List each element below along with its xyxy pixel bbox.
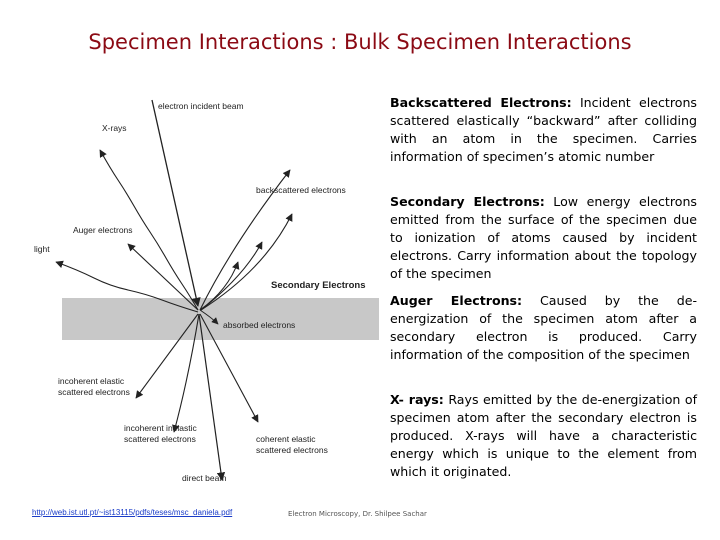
xrays-description: X- rays: Rays emitted by the de-energiza… — [390, 391, 697, 481]
label-secondary: Secondary Electrons — [271, 280, 366, 291]
absorbed-path — [199, 309, 219, 325]
label-incident-beam: electron incident beam — [158, 101, 244, 111]
label-incoherent-inelastic-1: incoherent inelastic — [124, 423, 198, 433]
label-absorbed: absorbed electrons — [223, 320, 295, 330]
label-coherent-elastic-2: scattered electrons — [256, 445, 328, 455]
secondary-description: Secondary Electrons: Low energy electron… — [390, 193, 697, 283]
light-wave — [55, 260, 199, 313]
source-link[interactable]: http://web.ist.utl.pt/~ist13115/pdfs/tes… — [32, 508, 233, 517]
backscattered-description: Backscattered Electrons: Incident electr… — [390, 94, 697, 166]
auger-description: Auger Electrons: Caused by the de-energi… — [390, 292, 697, 364]
label-auger: Auger electrons — [73, 225, 133, 235]
label-xrays: X-rays — [102, 123, 127, 133]
auger-term: Auger Electrons: — [390, 293, 523, 308]
label-incoherent-inelastic-2: scattered electrons — [124, 434, 196, 444]
secondary-term: Secondary Electrons: — [390, 194, 545, 209]
secondary-arrow-2 — [200, 241, 263, 311]
specimen-block — [62, 298, 379, 340]
incident-beam-arrow — [151, 99, 201, 307]
label-backscattered: backscattered electrons — [256, 185, 346, 195]
label-light: light — [34, 244, 50, 254]
secondary-text: Low energy electrons emitted from the su… — [390, 194, 697, 281]
xrays-wave — [99, 149, 199, 311]
auger-text: Caused by the de-energization of the spe… — [390, 293, 697, 362]
direct-beam-arrow — [198, 313, 226, 481]
label-incoherent-elastic-1: incoherent elastic — [58, 376, 125, 386]
incoherent-inelastic-arrow — [172, 313, 200, 433]
backscattered-text: Incident electrons scattered elastically… — [390, 95, 697, 164]
label-incoherent-elastic-2: scattered electrons — [58, 387, 130, 397]
backscattered-term: Backscattered Electrons: — [390, 95, 572, 110]
incoherent-elastic-arrow — [135, 313, 199, 399]
label-coherent-elastic-1: coherent elastic — [256, 434, 316, 444]
secondary-arrow-3 — [200, 213, 293, 311]
xrays-term: X- rays: — [390, 392, 444, 407]
xrays-text: Rays emitted by the de-energization of s… — [390, 392, 697, 479]
coherent-elastic-arrow — [199, 313, 259, 423]
slide-credit: Electron Microscopy, Dr. Shilpee Sachar — [288, 510, 427, 518]
slide-title: Specimen Interactions : Bulk Specimen In… — [88, 30, 632, 54]
auger-arrow — [127, 243, 199, 311]
backscattered-arrow — [199, 169, 291, 311]
label-direct-beam: direct beam — [182, 473, 226, 483]
